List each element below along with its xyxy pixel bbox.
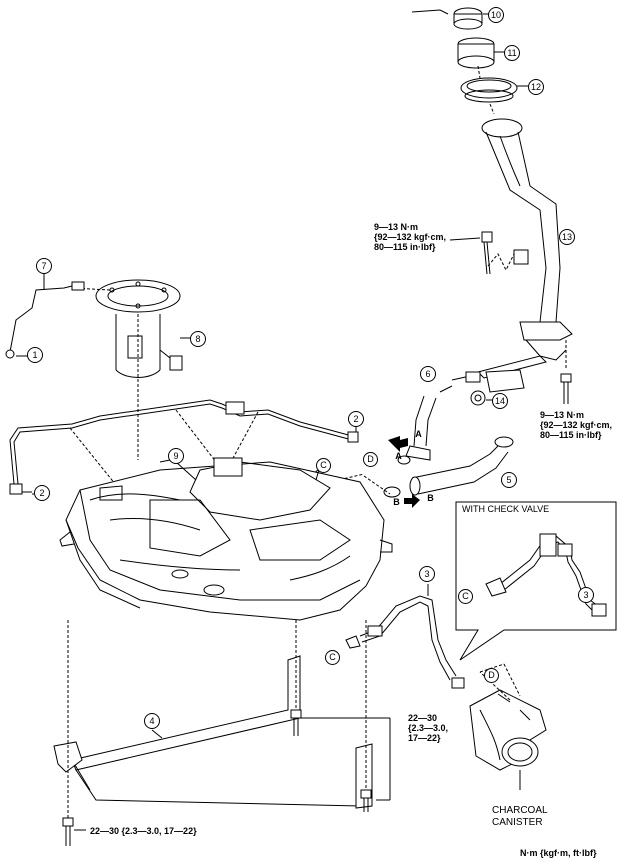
evap-hose [345,584,465,689]
letter-b-hose: B [427,493,434,503]
callout-14: 14 [492,393,508,409]
callout-2-right: 2 [348,411,364,427]
tank-strap [53,655,373,809]
hose-6 [405,385,453,461]
hose-clamp [383,436,514,498]
letter-c-hose: C [325,650,340,665]
letter-d-line: D [363,452,378,467]
callout-11: 11 [504,45,520,61]
callout-2-left: 2 [34,485,50,501]
callout-4: 4 [144,713,160,729]
vent-valve [451,369,525,406]
torque-label-right: 9—13 N·m{92—132 kgf·cm,80—115 in·lbf} [540,410,613,440]
filler-cap [411,7,490,30]
callout-6: 6 [420,366,436,382]
seal-ring [460,77,528,103]
torque-label-strap: 22—30{2.3—3.0,17—22} [408,713,449,743]
torque-label-top: 9—13 N·m{92—132 kgf·cm,80—115 in·lbf} [374,222,447,252]
letter-b-clamp: B [393,497,400,507]
callout-7: 7 [36,258,52,274]
callout-13: 13 [559,229,575,245]
callout-1: 1 [27,347,43,363]
torque-label-bottom: 22—30 {2.3—3.0, 17—22} [90,826,197,836]
bolt-top [449,231,515,275]
bolt-right [560,340,572,404]
flow-arrow-a [388,436,408,452]
letter-a-hose: A [395,451,402,461]
fuel-line [9,399,359,495]
hose-5 [409,445,509,496]
filler-cap-base [457,37,505,69]
units-note: N·m {kgf·m, ft·lbf} [520,848,597,858]
letter-c-valve: C [458,589,473,604]
letter-d-canister: D [484,668,499,683]
callout-9: 9 [168,448,184,464]
filler-pipe [477,118,573,379]
fuel-pump [95,279,192,378]
callout-10: 10 [488,7,504,23]
callout-12: 12 [528,79,544,95]
callout-3-main: 3 [419,566,435,582]
check-valve-callout-box [455,501,617,661]
fuel-tank [59,457,393,621]
flow-arrow-b [404,494,420,508]
check-valve-title: WITH CHECK VALVE [462,504,550,514]
letter-a-top: A [415,429,422,439]
pump-harness [5,270,85,359]
callout-5: 5 [501,472,517,488]
callout-3-valve: 3 [578,587,594,603]
charcoal-canister [469,663,547,790]
callout-8: 8 [190,331,206,347]
letter-c-tank: C [316,458,331,473]
strap-bolts [62,620,391,846]
